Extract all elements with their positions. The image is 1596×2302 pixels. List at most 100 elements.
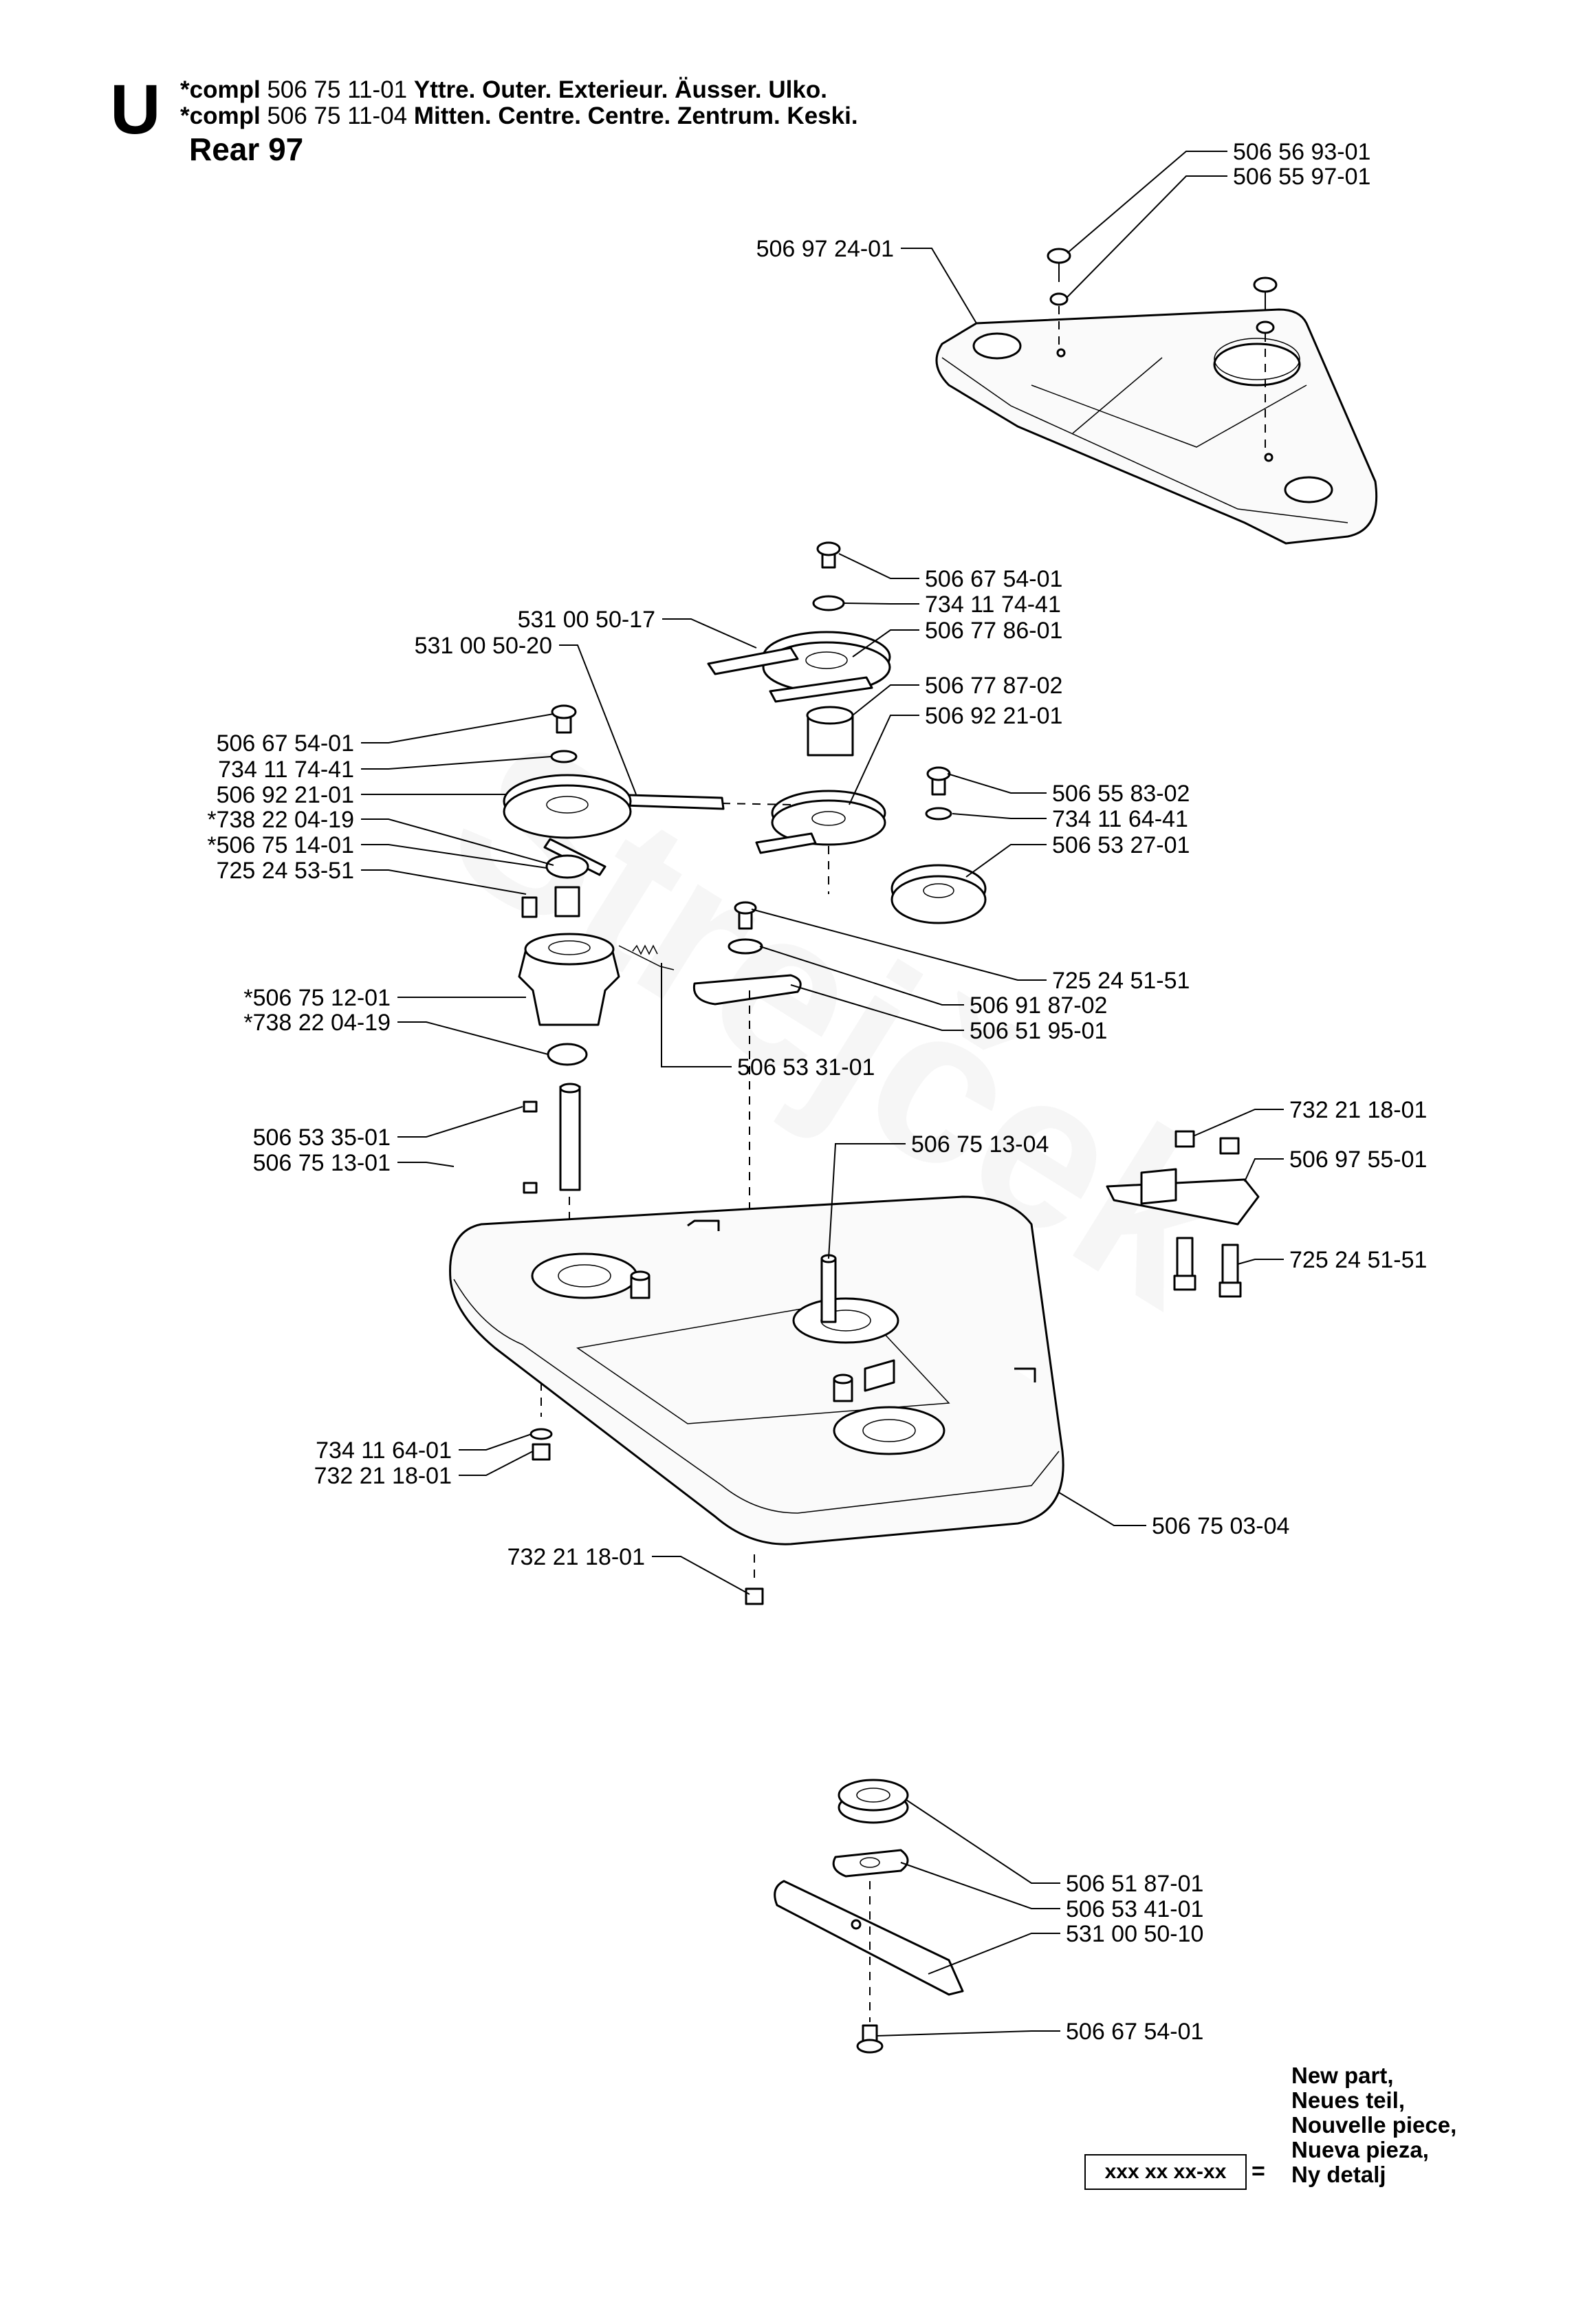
leader-line — [397, 1106, 523, 1138]
leader-line — [559, 644, 637, 795]
leader-line — [1058, 1492, 1146, 1526]
leader-line — [662, 618, 757, 649]
leader-line — [852, 684, 919, 716]
leader-line — [759, 946, 964, 1006]
leader-line — [1244, 1158, 1284, 1182]
part-number-label: 506 97 24-01 — [756, 236, 894, 262]
leader-line — [901, 248, 977, 324]
leader-line — [397, 1021, 549, 1055]
part-number-label: 734 11 74-41 — [925, 591, 1061, 618]
part-number-label: *506 75 12-01 — [243, 985, 391, 1011]
leader-line — [928, 1933, 1060, 1975]
part-number-label: 734 11 64-41 — [1052, 806, 1188, 832]
part-number-label: 506 75 13-01 — [253, 1150, 391, 1176]
assembly-description: Mitten. Centre. Centre. Zentrum. Keski. — [413, 102, 858, 129]
part-number-label: 506 75 13-04 — [911, 1131, 1049, 1158]
part-number-label: 732 21 18-01 — [1289, 1097, 1427, 1123]
leader-line — [828, 1143, 906, 1259]
deck-hardware — [529, 1382, 764, 1605]
part-number-label: 531 00 50-20 — [415, 633, 552, 659]
leader-lines — [361, 151, 1284, 2037]
header-row-outer: *compl 506 75 11-01 Yttre. Outer. Exteri… — [180, 77, 827, 103]
legend-text: New part, Neues teil, Nouvelle piece, Nu… — [1291, 2063, 1456, 2187]
part-number-label: 506 53 41-01 — [1066, 1896, 1203, 1922]
part-number-label: 506 92 21-01 — [217, 782, 354, 808]
assembly-part-number: 506 75 11-04 — [267, 102, 408, 129]
leader-line — [906, 1799, 1060, 1884]
bracket-assembly — [1106, 1130, 1260, 1298]
part-number-label: 732 21 18-01 — [314, 1463, 452, 1489]
leader-line — [790, 984, 964, 1031]
part-number-label: 506 55 83-02 — [1052, 781, 1190, 807]
part-number-label: 506 53 27-01 — [1052, 832, 1190, 858]
part-number-label: 531 00 50-10 — [1066, 1921, 1203, 1947]
part-number-label: 725 24 51-51 — [1289, 1247, 1427, 1273]
leader-line — [361, 844, 547, 869]
leader-line — [965, 844, 1047, 878]
part-number-label: 506 77 86-01 — [925, 618, 1062, 644]
part-number-label: 734 11 64-01 — [316, 1437, 452, 1464]
part-number-label: 506 51 95-01 — [970, 1018, 1107, 1044]
model-title: Rear 97 — [189, 131, 304, 167]
part-number-label: 725 24 51-51 — [1052, 968, 1190, 994]
leader-line — [876, 2030, 1060, 2037]
part-number-label: *738 22 04-19 — [207, 807, 354, 833]
part-number-label: 732 21 18-01 — [507, 1544, 645, 1570]
center-pulley-upper — [707, 541, 891, 757]
part-number-label: 506 51 87-01 — [1066, 1871, 1203, 1897]
part-number-label: 506 77 87-02 — [925, 673, 1062, 699]
leader-line — [652, 1556, 750, 1595]
part-number-label: 506 92 21-01 — [925, 703, 1062, 729]
belt — [604, 793, 791, 810]
part-number-label: *506 75 14-01 — [207, 832, 354, 858]
legend-equals: = — [1251, 2158, 1265, 2184]
left-spindle-assembly — [503, 704, 632, 1266]
section-letter: U — [110, 70, 161, 149]
legend-line: Ny detalj — [1291, 2162, 1386, 2187]
part-number-label: 506 53 31-01 — [737, 1054, 875, 1081]
part-number-label: 506 91 87-02 — [970, 992, 1107, 1019]
part-number-label: 506 67 54-01 — [1066, 2019, 1203, 2045]
part-number-label: 506 97 55-01 — [1289, 1147, 1427, 1173]
center-pulley-lower — [755, 790, 886, 894]
leader-line — [838, 553, 919, 579]
leader-line — [1192, 1109, 1284, 1137]
compl-prefix: *compl — [180, 102, 261, 129]
legend-line: Nouvelle piece, — [1291, 2112, 1457, 2138]
right-idler-pulley — [890, 766, 987, 924]
mower-deck — [449, 1195, 1064, 1545]
legend-line: New part, — [1291, 2063, 1394, 2088]
legend-part-number-box: xxx xx xx-xx — [1084, 2154, 1247, 2190]
leader-line — [361, 818, 554, 866]
leader-line — [361, 756, 552, 770]
legend-line: Neues teil, — [1291, 2087, 1406, 2113]
blade-assembly — [774, 1779, 964, 2054]
leader-line — [900, 1862, 1060, 1909]
part-number-label: 725 24 53-51 — [217, 858, 354, 884]
part-number-label: 531 00 50-17 — [518, 607, 655, 633]
cover-screw — [1047, 248, 1278, 454]
leader-line — [397, 1162, 455, 1167]
part-number-label: *738 22 04-19 — [243, 1010, 391, 1036]
leader-line — [361, 869, 527, 895]
part-number-label: 506 67 54-01 — [925, 566, 1062, 592]
leader-line — [361, 713, 554, 743]
leader-line — [1067, 151, 1227, 254]
compl-prefix: *compl — [180, 76, 261, 103]
leader-line — [952, 813, 1047, 819]
part-number-label: 506 67 54-01 — [217, 730, 354, 757]
leader-line — [661, 963, 732, 1067]
leader-line — [947, 773, 1047, 794]
leader-line — [1237, 1259, 1284, 1265]
leader-line — [459, 1451, 534, 1476]
leader-line — [852, 629, 919, 658]
leader-line — [844, 602, 919, 605]
legend-line: Nueva pieza, — [1291, 2137, 1429, 2162]
assembly-description: Yttre. Outer. Exterieur. Äusser. Ulko. — [413, 76, 827, 103]
leader-line — [459, 1433, 532, 1451]
part-number-label: 506 53 35-01 — [253, 1125, 391, 1151]
leader-line — [751, 909, 1047, 981]
